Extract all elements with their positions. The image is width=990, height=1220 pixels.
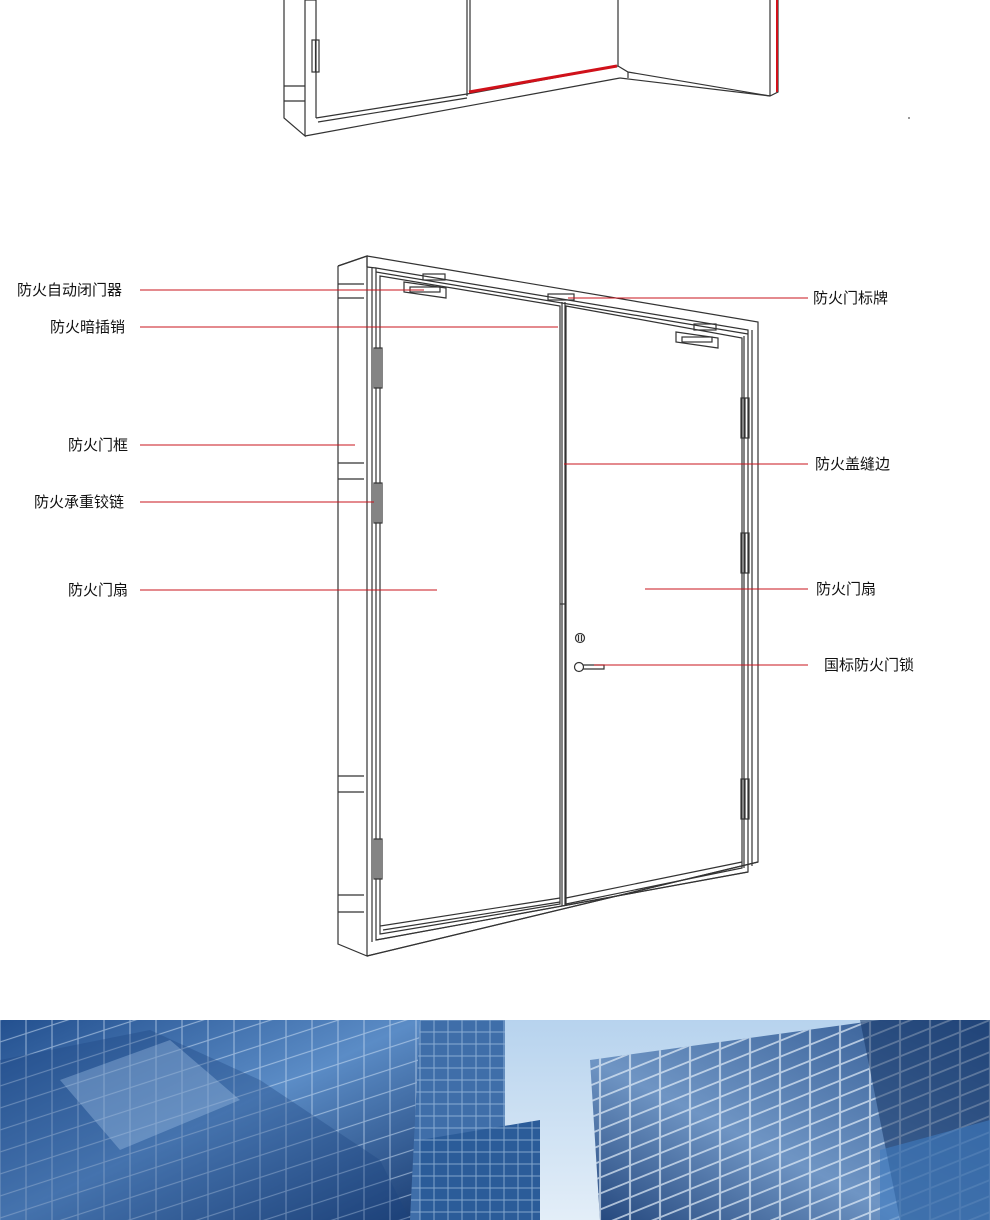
label-right-leaf: 防火门扇 bbox=[816, 580, 877, 598]
door-diagram-area: 防火自动闭门器 防火暗插销 防火门框 防火承重铰链 防火门扇 防火门标牌 防火盖… bbox=[17, 0, 915, 957]
right-hinges bbox=[740, 397, 750, 820]
seal-strip bbox=[468, 64, 618, 94]
label-astragal: 防火盖缝边 bbox=[815, 455, 891, 473]
fire-sign-plate bbox=[547, 293, 575, 301]
main-door bbox=[337, 255, 759, 957]
label-concealed-bolt: 防火暗插销 bbox=[50, 318, 126, 336]
label-door-closer: 防火自动闭门器 bbox=[17, 281, 123, 299]
label-door-frame: 防火门框 bbox=[68, 436, 129, 454]
building-photo bbox=[0, 1020, 990, 1220]
label-left-leaf: 防火门扇 bbox=[68, 581, 129, 599]
label-sign-plate: 防火门标牌 bbox=[813, 289, 889, 307]
left-hinges bbox=[373, 347, 383, 880]
door-drawing bbox=[140, 0, 910, 957]
skyscraper-illustration bbox=[0, 1020, 990, 1220]
leader-lines bbox=[140, 289, 808, 666]
door-lock bbox=[573, 632, 605, 673]
label-lock: 国标防火门锁 bbox=[824, 656, 915, 674]
top-door-partial bbox=[283, 0, 910, 138]
label-hinge: 防火承重铰链 bbox=[34, 493, 125, 511]
